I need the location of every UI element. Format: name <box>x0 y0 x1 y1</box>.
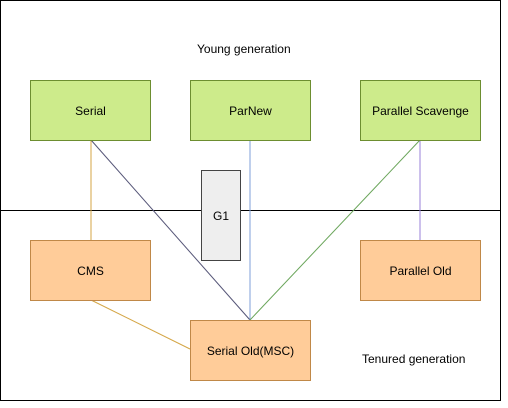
edge-parallelscavenge-serialold <box>249 139 421 321</box>
node-serial-old[interactable]: Serial Old(MSC) <box>190 320 311 381</box>
tenured-generation-label: Tenured generation <box>362 352 466 366</box>
young-generation-label: Young generation <box>197 42 291 56</box>
node-parnew[interactable]: ParNew <box>190 80 311 141</box>
node-cms[interactable]: CMS <box>30 240 151 301</box>
node-parallel-scavenge[interactable]: Parallel Scavenge <box>360 80 481 141</box>
node-g1[interactable]: G1 <box>201 170 241 261</box>
edge-cms-serialold <box>90 299 191 350</box>
node-parallel-old[interactable]: Parallel Old <box>360 240 481 301</box>
node-serial[interactable]: Serial <box>30 80 151 141</box>
edge-serial-serialold <box>90 139 251 321</box>
